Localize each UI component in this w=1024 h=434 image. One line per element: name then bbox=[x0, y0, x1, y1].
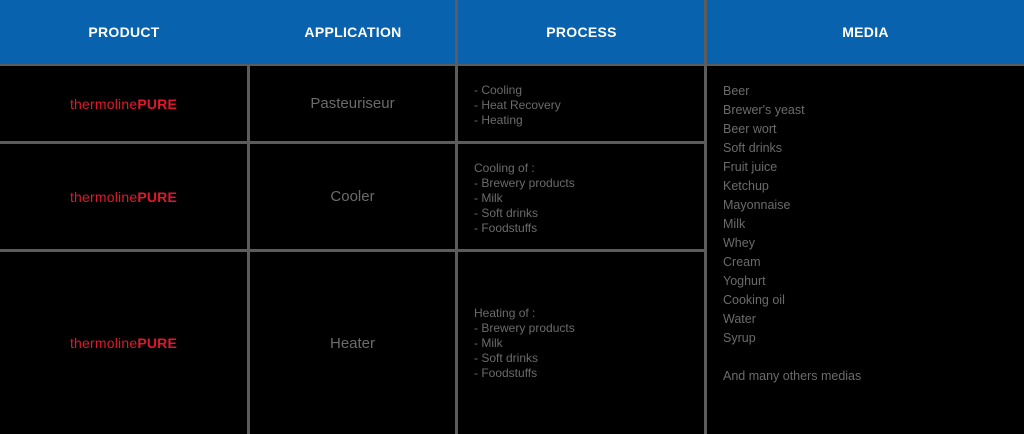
media-item: Yoghurt bbox=[723, 274, 766, 288]
media-item: Beer bbox=[723, 84, 750, 98]
product-name-prefix: thermoline bbox=[69, 335, 138, 351]
media-item: Syrup bbox=[723, 331, 756, 345]
process-cell: Cooling of : - Brewery products - Milk -… bbox=[474, 161, 575, 236]
media-item: Milk bbox=[723, 217, 746, 231]
media-list: Beer Brewer's yeast Beer wort Soft drink… bbox=[723, 82, 861, 386]
header-product: PRODUCT bbox=[88, 24, 160, 40]
process-line: - Heating bbox=[474, 113, 523, 127]
header-media: MEDIA bbox=[842, 24, 889, 40]
process-line: Cooling of : bbox=[474, 161, 535, 175]
process-line: - Heat Recovery bbox=[474, 98, 561, 112]
header-bottom-border bbox=[0, 64, 1024, 66]
media-item: Soft drinks bbox=[723, 141, 783, 155]
header-divider bbox=[455, 0, 458, 64]
row-divider bbox=[0, 141, 705, 144]
column-divider bbox=[704, 64, 707, 434]
product-name-suffix: PURE bbox=[137, 95, 178, 112]
row-divider bbox=[0, 249, 705, 252]
process-line: Heating of : bbox=[474, 306, 536, 320]
product-name-prefix: thermoline bbox=[69, 188, 138, 205]
application-cell: Pasteuriseur bbox=[310, 95, 395, 112]
media-item: Cream bbox=[723, 255, 761, 269]
media-item: Brewer's yeast bbox=[723, 103, 805, 117]
media-item: Whey bbox=[723, 236, 755, 250]
media-footer: And many others medias bbox=[723, 369, 862, 383]
process-line: - Milk bbox=[474, 191, 503, 205]
product-name-suffix: PURE bbox=[137, 335, 178, 351]
media-item: Cooking oil bbox=[723, 293, 785, 307]
process-line: - Soft drinks bbox=[474, 351, 539, 365]
media-item: Beer wort bbox=[723, 122, 777, 136]
header-application: APPLICATION bbox=[304, 24, 402, 40]
media-item: Mayonnaise bbox=[723, 198, 791, 212]
process-line: - Soft drinks bbox=[474, 206, 539, 220]
spacer bbox=[723, 348, 861, 367]
media-item: Ketchup bbox=[723, 179, 769, 193]
header-process: PROCESS bbox=[546, 24, 617, 40]
application-cell: Heater bbox=[329, 334, 376, 352]
application-cell: Cooler bbox=[330, 188, 375, 205]
table-header: PRODUCT APPLICATION PROCESS MEDIA bbox=[0, 0, 1024, 64]
process-line: - Brewery products bbox=[474, 176, 575, 190]
media-item: Water bbox=[723, 312, 756, 326]
process-cell: Heating of : - Brewery products - Milk -… bbox=[474, 306, 575, 381]
process-line: - Cooling bbox=[474, 83, 523, 97]
process-line: - Foodstuffs bbox=[474, 221, 538, 235]
product-name-prefix: thermoline bbox=[69, 95, 138, 112]
process-line: - Brewery products bbox=[474, 321, 575, 335]
process-line: - Foodstuffs bbox=[474, 366, 538, 380]
process-line: - Milk bbox=[474, 336, 503, 350]
header-divider bbox=[704, 0, 707, 64]
process-cell: - Cooling - Heat Recovery - Heating bbox=[474, 83, 561, 128]
media-item: Fruit juice bbox=[723, 160, 778, 174]
product-name-suffix: PURE bbox=[137, 188, 178, 205]
